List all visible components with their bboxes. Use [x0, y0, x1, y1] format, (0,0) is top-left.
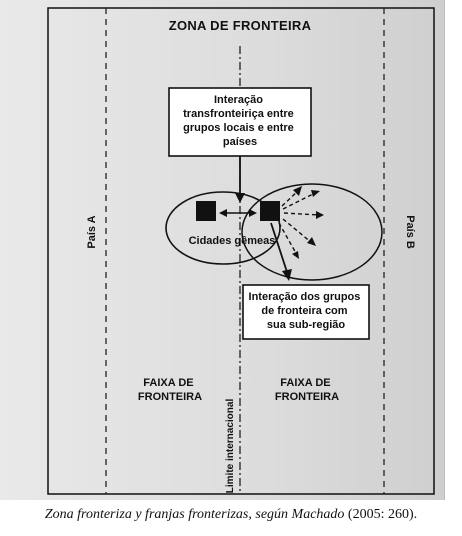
- top-box-text: Interação transfronteiriça entre grupos …: [183, 94, 297, 148]
- country-a-label: País A: [86, 215, 98, 248]
- subregion-arrow: [270, 222, 288, 273]
- city-exchange-arrowhead-left: [219, 209, 227, 217]
- bottom-box-text: Interação dos grupos de fronteira com su…: [249, 291, 364, 331]
- country-b-label: País B: [404, 215, 416, 249]
- international-limit-label: Limite internacional: [225, 399, 236, 494]
- figure-caption: Zona fronteriza y franjas fronterizas, s…: [0, 507, 462, 523]
- subregion-ellipse: [241, 183, 383, 281]
- subregion-arrowhead: [282, 269, 292, 281]
- caption-citation: (2005: 260).: [344, 507, 418, 522]
- right-strip-label: FAIXA DE FRONTEIRA: [275, 377, 339, 403]
- left-strip-label: FAIXA DE FRONTEIRA: [138, 377, 202, 403]
- scanned-figure: ZONA DE FRONTEIRA Interação transfrontei…: [0, 0, 445, 500]
- city-a-square: [196, 201, 216, 221]
- border-zone-diagram: ZONA DE FRONTEIRA Interação transfrontei…: [47, 7, 435, 495]
- outer-frame: [47, 7, 435, 495]
- top-interaction-box: [168, 87, 312, 157]
- twin-cities-ellipse: [165, 191, 281, 265]
- caption-italic: Zona fronteriza y franjas fronterizas, s…: [44, 507, 345, 522]
- city-exchange-arrowhead-right: [249, 209, 257, 217]
- zone-title: ZONA DE FRONTEIRA: [169, 18, 312, 33]
- top-box-arrowhead: [235, 193, 245, 203]
- radiating-arrowheads: [292, 186, 324, 259]
- radiating-arrows: [278, 189, 320, 256]
- city-b-square: [260, 201, 280, 221]
- twin-cities-label: Cidades gêmeas: [189, 235, 276, 247]
- bottom-interaction-box: [242, 284, 370, 340]
